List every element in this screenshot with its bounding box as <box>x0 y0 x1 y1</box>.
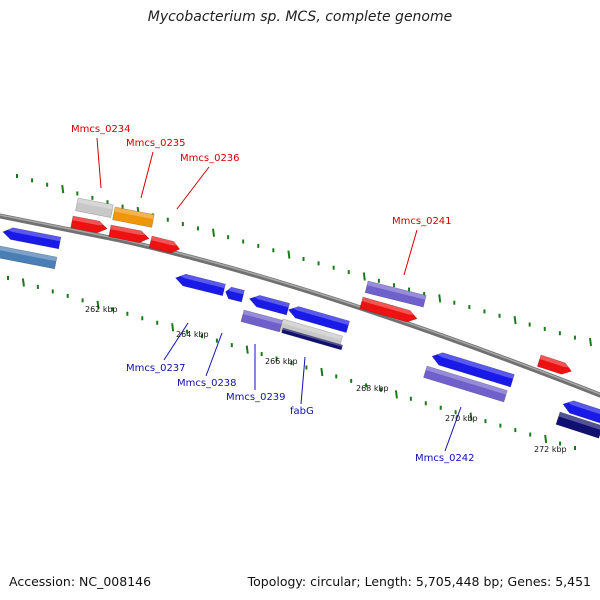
kbp-label: 272 kbp <box>534 445 567 454</box>
leader-line <box>403 229 418 276</box>
gene-forward-red-2 <box>108 224 150 244</box>
leader-line <box>444 406 462 452</box>
gene-mmcs-0237 <box>175 273 226 297</box>
gene-forward-red-3 <box>359 296 419 323</box>
major-tick <box>469 412 473 421</box>
kbp-label: 264 kbp <box>176 330 209 339</box>
gene-features <box>0 197 600 439</box>
gene-reverse-navy <box>555 411 600 439</box>
gene-label[interactable]: Mmcs_0236 <box>180 153 240 164</box>
gene-labels: Mmcs_0234Mmcs_0235Mmcs_0236Mmcs_0241Mmcs… <box>71 124 475 464</box>
gene-forward-red-1 <box>70 215 108 234</box>
major-tick <box>96 300 100 309</box>
major-tick <box>21 278 25 287</box>
leader-line <box>300 356 306 405</box>
major-tick <box>61 184 65 194</box>
major-tick <box>438 294 442 303</box>
kbp-label: 262 kbp <box>85 305 118 314</box>
leader-line <box>205 332 223 377</box>
gene-reverse-blue-2 <box>248 295 291 316</box>
major-tick <box>362 272 366 281</box>
gene-label[interactable]: Mmcs_0234 <box>71 124 131 135</box>
gene-label[interactable]: Mmcs_0242 <box>415 453 475 464</box>
gene-fabg <box>287 306 350 333</box>
gene-mmcs-0241 <box>364 280 427 308</box>
genome-title: Mycobacterium sp. MCS, complete genome <box>147 9 453 25</box>
gene-label[interactable]: Mmcs_0237 <box>126 363 186 374</box>
gene-reverse-blue-1 <box>2 227 62 250</box>
major-tick <box>287 250 291 259</box>
kbp-label: 270 kbp <box>445 414 478 423</box>
kbp-labels: 262 kbp 264 kbp 266 kbp 268 kbp 270 kbp 272 k… <box>85 305 567 454</box>
label-leader-lines <box>96 137 462 452</box>
gene-label[interactable]: Mmcs_0235 <box>126 138 186 149</box>
gene-mmcs-0235 <box>112 206 155 228</box>
gene-forward-red-4 <box>536 354 573 375</box>
gene-reverse-blue-3 <box>562 400 600 425</box>
gene-mmcs-0239 <box>240 309 284 333</box>
major-tick <box>171 323 175 332</box>
gene-reverse-purple <box>423 365 508 403</box>
gene-mmcs-0236 <box>148 235 181 254</box>
major-tick <box>394 390 398 399</box>
leader-line <box>140 151 154 199</box>
topology-label: Topology: circular; Length: 5,705,448 bp… <box>247 574 591 589</box>
gene-mmcs-0238 <box>225 286 245 303</box>
gene-mmcs-0234 <box>75 197 114 218</box>
accession-label: Accession: NC_008146 <box>9 574 152 589</box>
major-tick <box>320 367 324 377</box>
gene-label[interactable]: fabG <box>290 406 314 417</box>
major-tick <box>245 345 249 354</box>
leader-line <box>96 137 102 189</box>
genome-backbone-highlight <box>0 214 600 395</box>
major-tick <box>544 434 548 444</box>
gene-reverse-navy-stripe <box>281 327 343 351</box>
gene-mmcs-0242 <box>431 352 515 388</box>
kbp-label: 268 kbp <box>356 384 389 393</box>
gene-label[interactable]: Mmcs_0238 <box>177 378 237 389</box>
kbp-label: 266 kbp <box>265 357 298 366</box>
leader-line <box>176 166 210 210</box>
major-tick <box>513 316 517 325</box>
major-tick <box>589 337 592 347</box>
gene-label[interactable]: Mmcs_0241 <box>392 216 452 227</box>
gene-reverse-steel <box>0 245 58 270</box>
leader-line <box>163 322 189 361</box>
gene-label[interactable]: Mmcs_0239 <box>226 392 286 403</box>
major-tick <box>212 228 216 237</box>
